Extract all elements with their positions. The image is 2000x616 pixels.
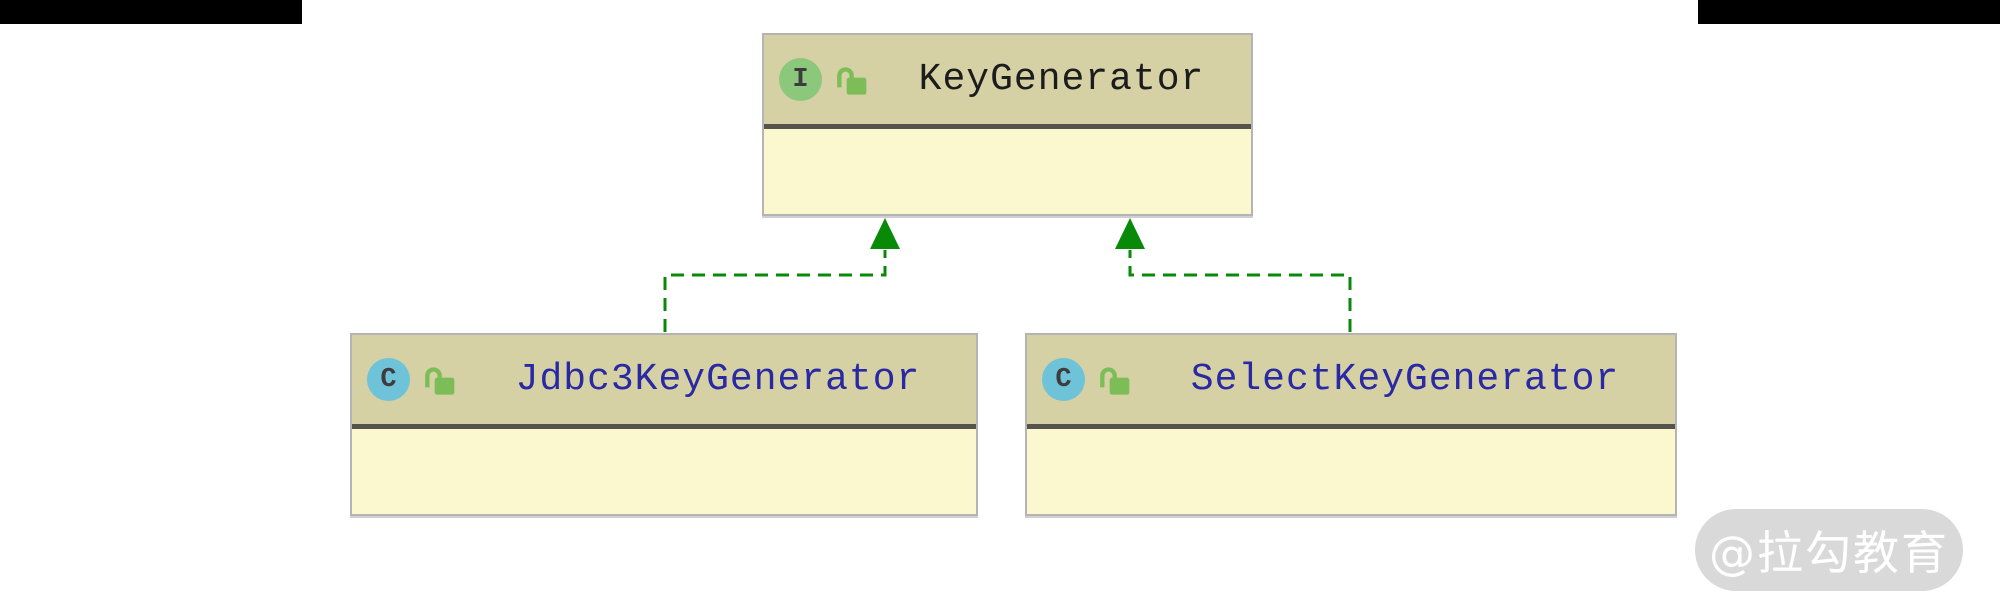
unlock-icon — [1100, 366, 1130, 395]
top-right-black-bar — [1698, 0, 2000, 24]
interface-badge-icon: I — [779, 58, 822, 101]
class-badge-icon: C — [1042, 358, 1085, 401]
node-name: Jdbc3KeyGenerator — [515, 358, 921, 401]
implements-arrowhead-icon — [870, 218, 900, 249]
uml-node-jdbc3keygenerator[interactable]: C Jdbc3KeyGenerator — [350, 333, 978, 516]
node-header: I KeyGenerator — [764, 35, 1251, 129]
node-name: KeyGenerator — [918, 58, 1205, 101]
unlock-icon — [837, 66, 867, 95]
edge-selectkeygenerator-implements-keygenerator[interactable] — [1128, 250, 1352, 332]
badge-letter: C — [1055, 364, 1072, 395]
watermark-badge: @拉勾教育 — [1695, 509, 1963, 591]
class-badge-icon: C — [367, 358, 410, 401]
uml-node-selectkeygenerator[interactable]: C SelectKeyGenerator — [1025, 333, 1677, 516]
watermark-text: @拉勾教育 — [1709, 526, 1949, 580]
uml-node-keygenerator[interactable]: I KeyGenerator — [762, 33, 1253, 216]
implements-arrowhead-icon — [1115, 218, 1145, 249]
node-members-section — [1027, 429, 1675, 511]
edge-jdbc3keygenerator-implements-keygenerator[interactable] — [663, 250, 887, 332]
top-left-black-bar — [0, 0, 302, 24]
node-name: SelectKeyGenerator — [1190, 358, 1620, 401]
badge-letter: I — [792, 64, 809, 95]
node-header: C SelectKeyGenerator — [1027, 335, 1675, 429]
node-members-section — [764, 129, 1251, 211]
node-members-section — [352, 429, 976, 511]
node-header: C Jdbc3KeyGenerator — [352, 335, 976, 429]
unlock-icon — [425, 366, 455, 395]
badge-letter: C — [380, 364, 397, 395]
